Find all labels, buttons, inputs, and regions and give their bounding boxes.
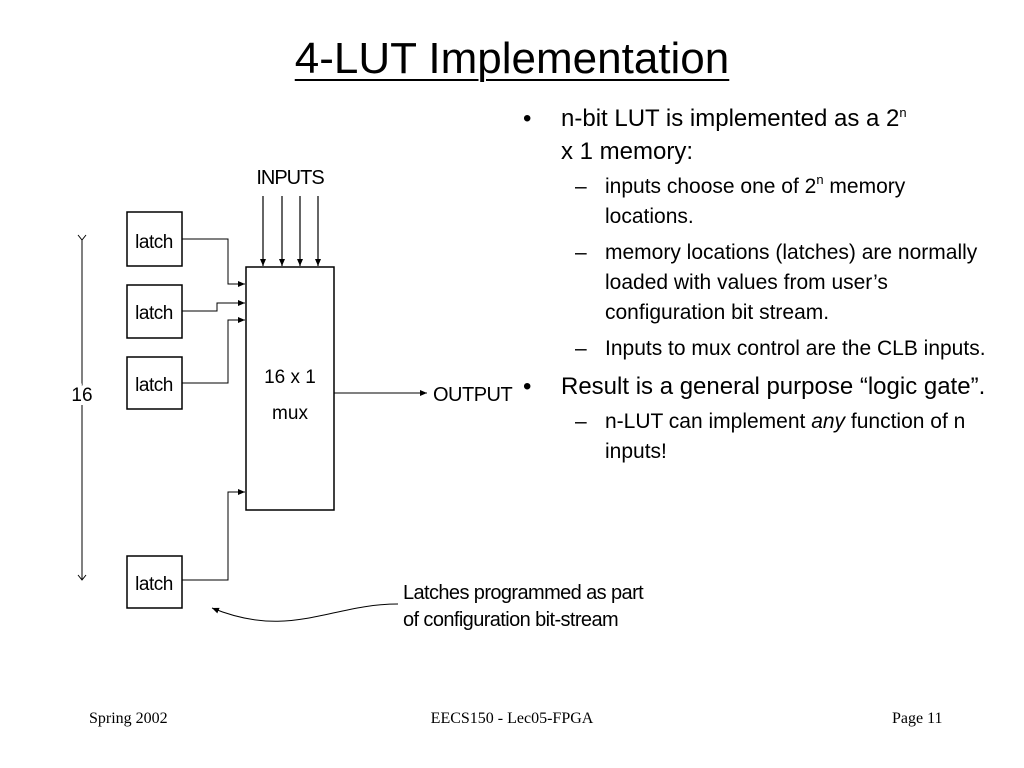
bullet-text: n-bit LUT is implemented as a 2 (561, 105, 900, 132)
dash-mark: – (575, 410, 587, 433)
footer-course: EECS150 - Lec05-FPGA (430, 710, 594, 727)
latch-16: latch (126, 555, 183, 609)
bullet-mark: • (523, 105, 532, 132)
latch-wires (182, 238, 245, 581)
slide-title: 4-LUT Implementation (294, 34, 730, 83)
latch-label: latch (135, 303, 173, 324)
bullet-text: x 1 memory: (561, 138, 694, 165)
caption-pointer (211, 603, 399, 622)
dash-mark: – (575, 241, 587, 264)
mux-box (245, 266, 335, 511)
sub-bullet-item: – inputs choose one of 2n memory locatio… (523, 172, 993, 232)
bullet-list: • n-bit LUT is implemented as a 2n x 1 m… (523, 102, 993, 473)
latch-1: latch (126, 211, 183, 267)
inputs-label: INPUTS (256, 167, 324, 189)
bullet-text: inputs choose one of 2 (605, 175, 817, 198)
sub-bullet-item: – Inputs to mux control are the CLB inpu… (523, 334, 993, 364)
bullet-text: memory locations (latches) are normally … (605, 241, 978, 324)
superscript: n (899, 105, 907, 120)
dash-mark: – (575, 175, 587, 198)
bullet-item: • Result is a general purpose “logic gat… (523, 370, 993, 403)
bullet-text: n-LUT can implement (605, 410, 812, 433)
sub-bullet-item: – memory locations (latches) are normall… (523, 238, 993, 328)
count-label: 16 (71, 385, 92, 406)
bullet-mark: • (523, 373, 532, 400)
superscript: n (816, 172, 824, 187)
bullet-text: Inputs to mux control are the CLB inputs… (605, 337, 986, 360)
bullet-text: Result is a general purpose “logic gate”… (561, 373, 986, 400)
sub-bullet-item: – n-LUT can implement any function of n … (523, 407, 993, 467)
bullet-item: • n-bit LUT is implemented as a 2n x 1 m… (523, 102, 993, 168)
latch-label: latch (135, 375, 173, 396)
caption-line1: Latches programmed as part (403, 582, 644, 604)
output-label: OUTPUT (433, 384, 513, 406)
footer-date: Spring 2002 (89, 710, 168, 727)
caption-line2: of configuration bit-stream (403, 609, 618, 631)
dash-mark: – (575, 337, 587, 360)
latch-label: latch (135, 232, 173, 253)
bullet-text: memory locations. (605, 175, 906, 228)
latch-3: latch (126, 356, 183, 410)
emphasis-text: any (811, 410, 846, 433)
latch-2: latch (126, 284, 183, 339)
bullet-text: function of n inputs! (605, 410, 966, 463)
mux-label-line2: mux (272, 403, 308, 424)
footer-page-number: Page 11 (892, 710, 943, 727)
input-arrows (260, 196, 321, 266)
mux-label-line1: 16 x 1 (264, 367, 316, 388)
latch-label: latch (135, 574, 173, 595)
